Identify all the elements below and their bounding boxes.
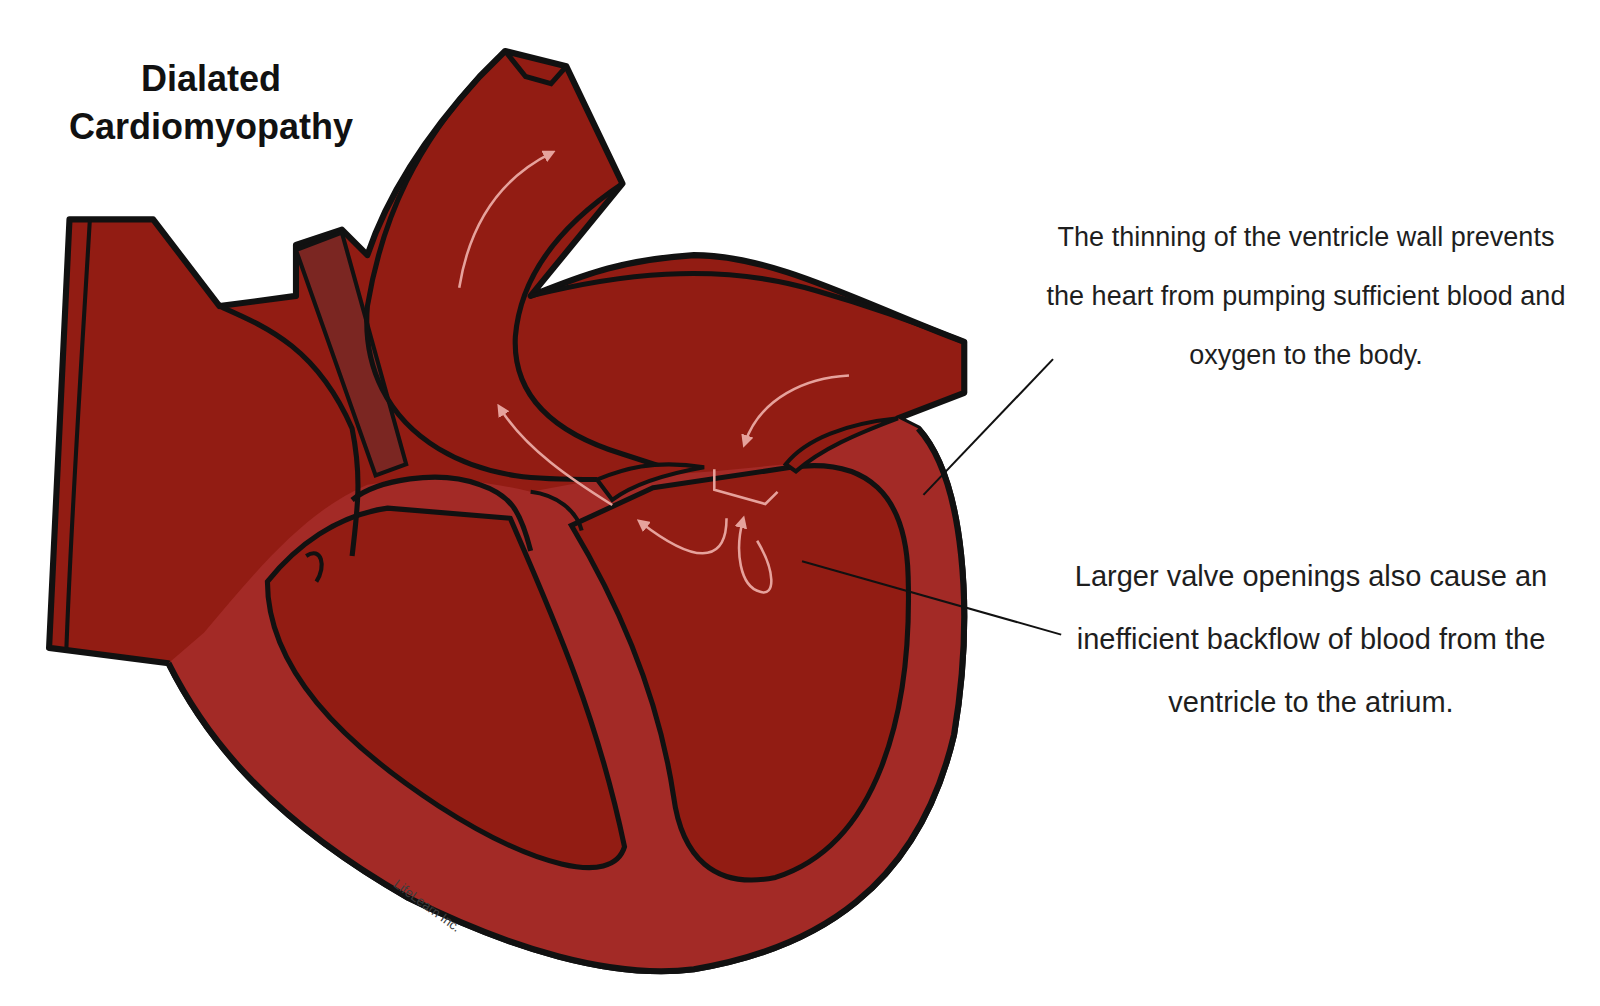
diagram-title: Dialated Cardiomyopathy — [36, 55, 386, 151]
callout-text: The thinning of the ventricle wall preve… — [1046, 208, 1566, 385]
leader-line — [802, 561, 1061, 634]
left-ventricle — [571, 466, 908, 880]
aorta-wall — [367, 77, 597, 480]
flow-arrows — [459, 153, 849, 592]
callout-text: Larger valve openings also cause an inef… — [1056, 545, 1566, 734]
leader-line — [923, 359, 1053, 495]
ventricle-wall — [168, 418, 964, 971]
valve — [597, 464, 704, 500]
pulmonary-artery — [296, 233, 406, 476]
right-ventricle — [267, 508, 624, 867]
heart-body — [49, 51, 964, 971]
